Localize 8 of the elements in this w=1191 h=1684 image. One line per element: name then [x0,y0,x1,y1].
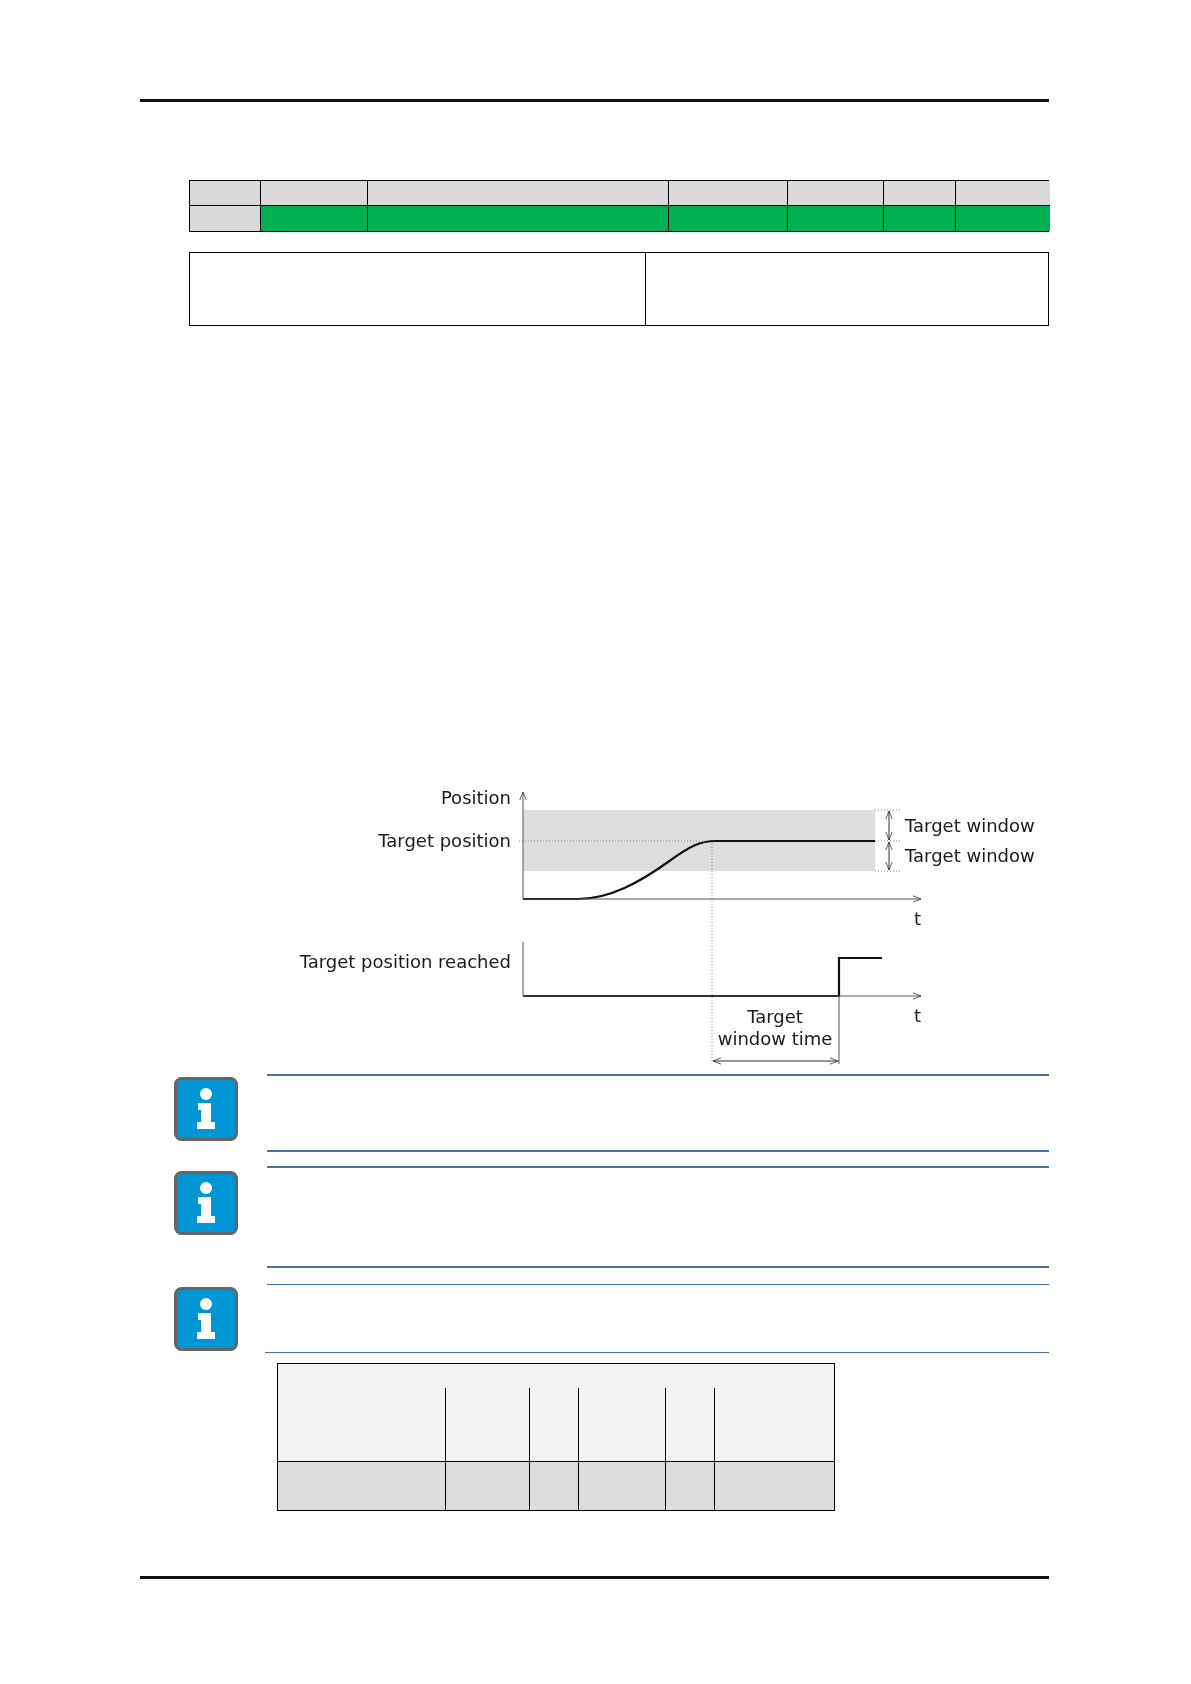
axis-label: Target window [905,845,1035,867]
axis-label: Target position reached [299,951,511,973]
axis-label: Target window time [716,1006,834,1050]
axis-label: Target position [378,830,511,852]
axis-label: t [914,1005,922,1027]
axis-label: Position [440,787,511,809]
axis-label: t [914,908,922,930]
axis-label: Target window [905,815,1035,837]
